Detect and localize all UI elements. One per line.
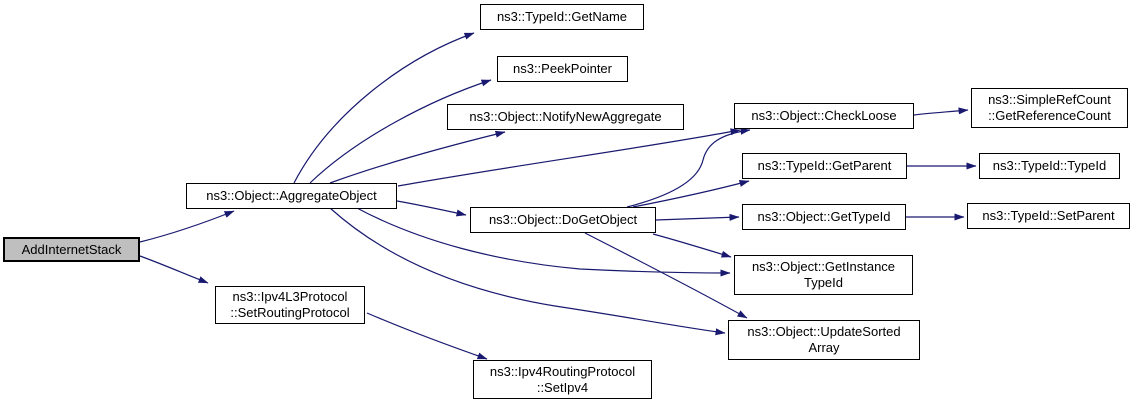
- edges-group: [139, 32, 977, 360]
- edge-aggregate-object-to-update-sorted-array: [329, 207, 726, 336]
- edge-add-internet-stack-to-set-routing-protocol: [139, 255, 209, 284]
- node-get-reference-count[interactable]: ns3::SimpleRefCount ::GetReferenceCount: [971, 88, 1128, 128]
- edge-aggregate-object-to-typeid-get-name: [293, 32, 475, 184]
- edge-aggregate-object-to-do-get-object: [396, 200, 467, 217]
- node-typeid-get-parent[interactable]: ns3::TypeId::GetParent: [742, 153, 907, 179]
- node-check-loose[interactable]: ns3::Object::CheckLoose: [734, 103, 914, 129]
- edge-do-get-object-to-get-instance-typeid: [652, 233, 732, 258]
- node-update-sorted-array[interactable]: ns3::Object::UpdateSorted Array: [728, 320, 920, 360]
- edge-do-get-object-to-update-sorted-array: [584, 232, 748, 319]
- node-notify-new-aggregate[interactable]: ns3::Object::NotifyNewAggregate: [447, 104, 684, 130]
- node-aggregate-object[interactable]: ns3::Object::AggregateObject: [186, 183, 397, 209]
- edge-set-routing-protocol-to-set-ipv4: [366, 312, 488, 360]
- node-peek-pointer[interactable]: ns3::PeekPointer: [497, 56, 628, 82]
- node-get-instance-typeid[interactable]: ns3::Object::GetInstance TypeId: [734, 255, 913, 295]
- edge-aggregate-object-to-peek-pointer: [309, 79, 492, 184]
- edge-add-internet-stack-to-aggregate-object: [139, 210, 235, 243]
- node-do-get-object[interactable]: ns3::Object::DoGetObject: [470, 207, 656, 233]
- edge-do-get-object-to-object-get-typeid: [655, 213, 740, 221]
- node-typeid-constructor[interactable]: ns3::TypeId::TypeId: [979, 153, 1120, 179]
- edge-do-get-object-to-check-loose: [626, 127, 751, 208]
- node-set-ipv4[interactable]: ns3::Ipv4RoutingProtocol ::SetIpv4: [473, 360, 652, 399]
- node-typeid-get-name[interactable]: ns3::TypeId::GetName: [480, 4, 644, 30]
- node-add-internet-stack: AddInternetStack: [3, 237, 140, 262]
- edge-aggregate-object-to-notify-new-aggregate: [329, 130, 506, 184]
- node-typeid-set-parent[interactable]: ns3::TypeId::SetParent: [967, 203, 1130, 229]
- edge-do-get-object-to-typeid-get-parent: [632, 180, 750, 208]
- edge-aggregate-object-to-get-instance-typeid: [354, 206, 731, 277]
- node-object-get-typeid[interactable]: ns3::Object::GetTypeId: [742, 204, 906, 230]
- edge-check-loose-to-get-reference-count: [913, 107, 969, 116]
- node-set-routing-protocol[interactable]: ns3::Ipv4L3Protocol ::SetRoutingProtocol: [215, 286, 365, 324]
- edge-aggregate-object-to-check-loose: [397, 128, 741, 187]
